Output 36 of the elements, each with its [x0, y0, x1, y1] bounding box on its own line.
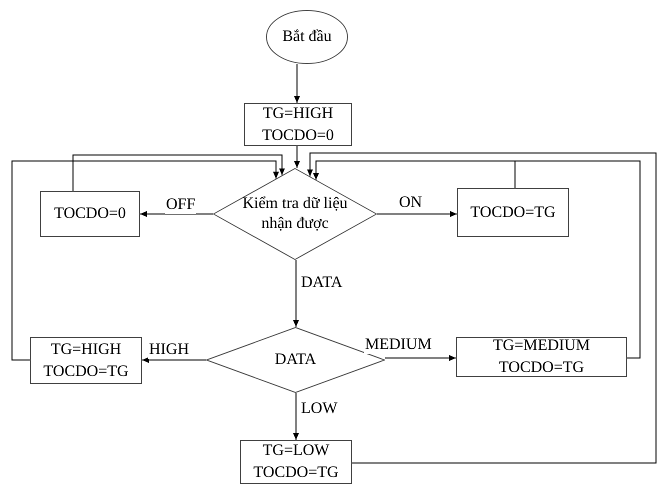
arrow [384, 355, 456, 361]
arrow [142, 357, 206, 363]
node-text: TG=HIGH [50, 340, 122, 360]
edge-label: MEDIUM [364, 336, 433, 354]
node-text: TOCDO=0 [262, 126, 334, 146]
node-text: TOCDO=TG [253, 463, 339, 483]
arrow [313, 160, 640, 358]
arrow [307, 152, 656, 464]
arrow [376, 211, 458, 217]
arrow [294, 64, 300, 104]
process-box [457, 188, 569, 237]
arrow [293, 260, 299, 328]
node-text: Kiểm tra dữ liệu nhận được [241, 194, 349, 234]
process-box [30, 337, 142, 384]
node-text: Bắt đầu [282, 27, 332, 47]
arrow [294, 146, 300, 168]
node-text: TG=HIGH [262, 104, 334, 124]
node-text: TOCDO=TG [43, 362, 129, 382]
node-text: TOCDO=TG [498, 358, 584, 378]
node-text: TG=LOW [262, 441, 330, 461]
edge-label: HIGH [148, 341, 190, 359]
process-box [240, 440, 352, 484]
node-text: DATA [274, 350, 318, 370]
start-ellipse [266, 10, 348, 64]
decision-diamond [213, 168, 377, 260]
process-box [456, 337, 627, 377]
process-box [244, 103, 352, 146]
arrow [140, 211, 214, 217]
node-text: TOCDO=TG [470, 202, 556, 222]
node-text: TG=MEDIUM [492, 336, 590, 356]
arrow [293, 392, 299, 440]
arrow [72, 154, 285, 192]
arrow [12, 160, 279, 360]
edge-label: OFF [165, 196, 196, 214]
process-box [40, 191, 140, 237]
node-text: TOCDO=0 [54, 204, 126, 224]
